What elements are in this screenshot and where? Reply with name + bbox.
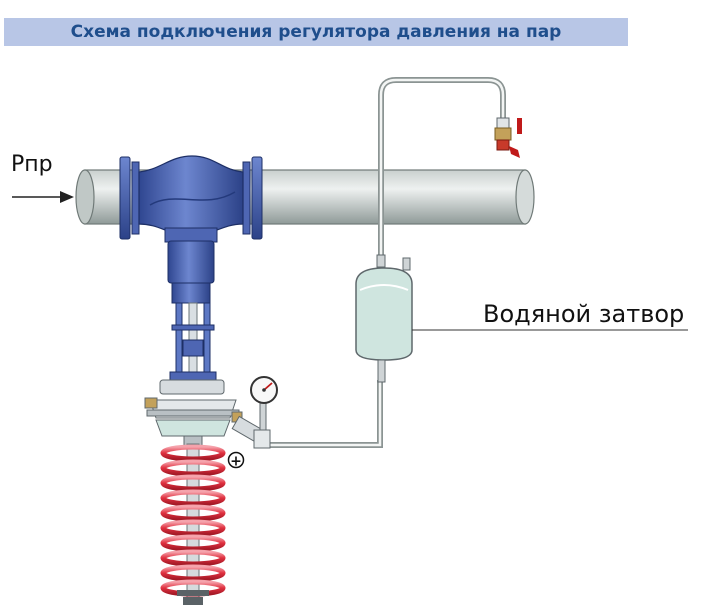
title-bar: Схема подключения регулятора давления на…: [4, 18, 628, 46]
spring-coil: [160, 459, 226, 477]
spring-coil: [160, 444, 226, 462]
water-seal-vessel: [355, 254, 413, 383]
spring-coil: [160, 489, 226, 507]
inlet-pressure-label: Рпр: [11, 152, 53, 177]
pressure-gauge-icon: [250, 376, 278, 431]
spring-coil: [160, 474, 226, 492]
svg-text:+: +: [230, 454, 242, 470]
inlet-arrow: [12, 191, 74, 203]
setting-spring: [160, 443, 226, 605]
spring-coil: [160, 504, 226, 522]
water-seal-label: Водяной затвор: [483, 300, 685, 328]
plus-marker: +: [227, 451, 245, 470]
actuator: [144, 379, 243, 447]
spring-coil: [160, 549, 226, 567]
valve-yoke: [169, 302, 217, 383]
spring-coil: [160, 564, 226, 582]
shutoff-valve-icon: [494, 117, 522, 158]
impulse-line: [241, 77, 506, 448]
diagram-title: Схема подключения регулятора давления на…: [70, 22, 562, 42]
valve-body: [119, 155, 263, 304]
spring-coil: [160, 534, 226, 552]
impulse-fitting: [231, 415, 271, 449]
spring-coil: [160, 519, 226, 537]
